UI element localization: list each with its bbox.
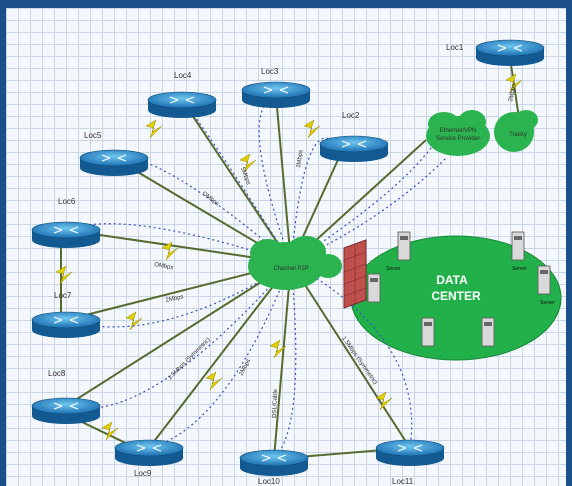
- link-label: 2Mbps: [238, 358, 252, 377]
- server-icon: [421, 317, 435, 347]
- router-label-loc9: Loc9: [134, 469, 152, 478]
- bolt-icon: [161, 241, 179, 261]
- provider-cloud-label3: Tracky: [509, 132, 527, 138]
- central-cloud: [248, 236, 342, 290]
- router-icon: [31, 221, 101, 248]
- router-icon: [319, 135, 389, 162]
- bolt-icon: [55, 265, 73, 285]
- serial-link-bolts: [55, 73, 523, 441]
- bolt-icon: [303, 119, 321, 139]
- bolt-icon: [101, 421, 119, 441]
- server-label: Server: [512, 266, 527, 272]
- router-label-loc7: Loc7: [54, 291, 72, 300]
- server-icon: [367, 273, 381, 303]
- firewall-icon: [343, 239, 367, 309]
- bolt-icon: [205, 371, 223, 391]
- router-icon: [241, 81, 311, 108]
- provider-cloud-label: Ethernet/VPN: [440, 128, 477, 134]
- server-icon: [397, 231, 411, 261]
- router-icon: [31, 397, 101, 424]
- server-icon: [537, 265, 551, 295]
- bolt-icon: [239, 153, 257, 173]
- link-label: OMbps: [201, 191, 220, 208]
- router-icon: [114, 439, 184, 466]
- router-icon: [147, 91, 217, 118]
- server-icon: [511, 231, 525, 261]
- bolt-icon: [145, 119, 163, 139]
- router-label-loc1: Loc1: [446, 43, 464, 52]
- link-label: 5Mbps: [239, 167, 251, 186]
- router-icon: [31, 311, 101, 338]
- bolt-icon: [125, 311, 143, 331]
- link-label: OMbps: [154, 262, 174, 271]
- router-label-loc4: Loc4: [174, 71, 192, 80]
- link-label: 1.5Mbps (Symmetric): [340, 336, 378, 386]
- router-label-loc10: Loc10: [258, 477, 280, 486]
- link-label: 1Mbps: [296, 150, 304, 169]
- server-label: Server: [386, 266, 401, 272]
- router-icon: [79, 149, 149, 176]
- server-icons: [367, 231, 551, 347]
- server-icon: [481, 317, 495, 347]
- diagram-canvas: DATA CENTER: [6, 8, 566, 486]
- router-label-loc2: Loc2: [342, 111, 360, 120]
- datacenter-title-line2: CENTER: [431, 289, 481, 303]
- router-label-loc5: Loc5: [84, 131, 102, 140]
- provider-cloud: [426, 110, 538, 156]
- router-icon: [475, 39, 545, 66]
- router-icon: [239, 449, 309, 476]
- link-label: 3Mbps: [508, 84, 518, 103]
- provider-cloud-label2: Service Provider: [436, 136, 480, 142]
- router-label-loc3: Loc3: [261, 67, 279, 76]
- link-label: 2Mbps: [165, 294, 184, 304]
- bolt-icon: [505, 73, 523, 93]
- router-label-loc11: Loc11: [392, 477, 414, 486]
- central-cloud-label: Channel P2P: [273, 266, 308, 272]
- router-label-loc8: Loc8: [48, 369, 66, 378]
- bolt-icon: [375, 391, 393, 411]
- server-label: Server: [540, 300, 555, 306]
- routers: [31, 39, 545, 476]
- datacenter-title-line1: DATA: [436, 273, 468, 287]
- link-label: DSL/Cable: [272, 388, 279, 418]
- router-icon: [375, 439, 445, 466]
- network-diagram: DATA CENTER: [31, 39, 562, 486]
- bolt-icon: [269, 339, 287, 359]
- router-label-loc6: Loc6: [58, 197, 76, 206]
